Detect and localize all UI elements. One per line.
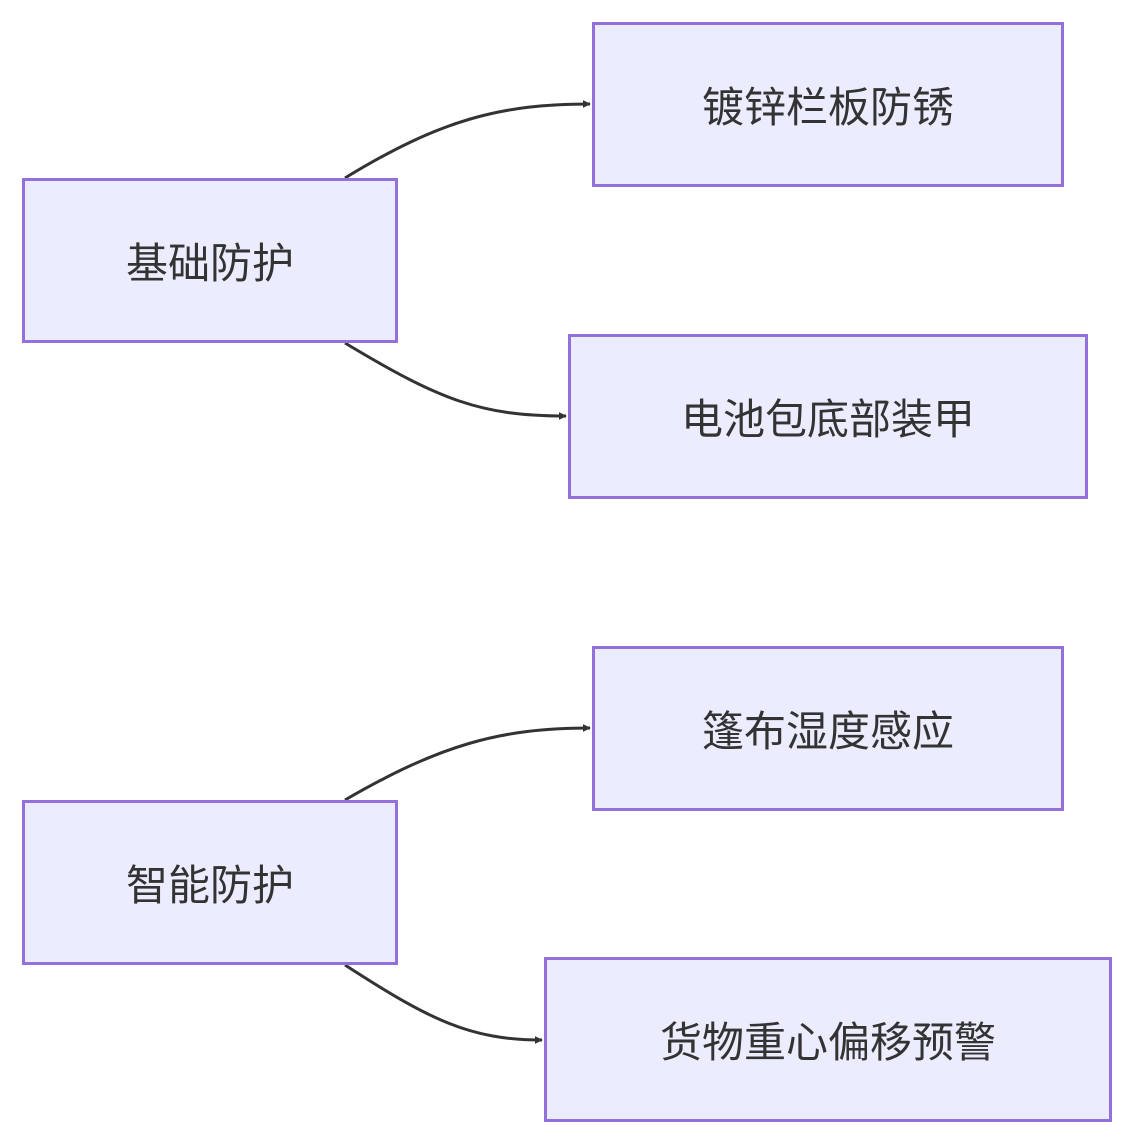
node-battery-underbody-armor: 电池包底部装甲 [568, 334, 1088, 499]
node-tarp-humidity-sensing: 篷布湿度感应 [592, 646, 1064, 811]
node-battery-underbody-armor-label: 电池包底部装甲 [680, 395, 975, 444]
node-galvanized-panel-rustproof: 镀锌栏板防锈 [592, 22, 1064, 187]
edge-smart-to-tarp [344, 724, 591, 802]
node-cargo-cog-shift-warning-label: 货物重心偏移预警 [659, 1018, 996, 1067]
node-tarp-humidity-sensing-label: 篷布湿度感应 [701, 707, 954, 756]
node-cargo-cog-shift-warning: 货物重心偏移预警 [544, 957, 1112, 1122]
edge-basic-to-armor [344, 341, 567, 420]
node-basic-protection-label: 基础防护 [125, 239, 294, 288]
node-smart-protection: 智能防护 [22, 800, 398, 965]
edge-basic-to-galvanized [344, 100, 591, 180]
node-galvanized-panel-rustproof-label: 镀锌栏板防锈 [701, 83, 954, 132]
node-basic-protection: 基础防护 [22, 178, 398, 343]
edge-smart-to-cog [344, 963, 543, 1044]
node-smart-protection-label: 智能防护 [125, 861, 294, 910]
